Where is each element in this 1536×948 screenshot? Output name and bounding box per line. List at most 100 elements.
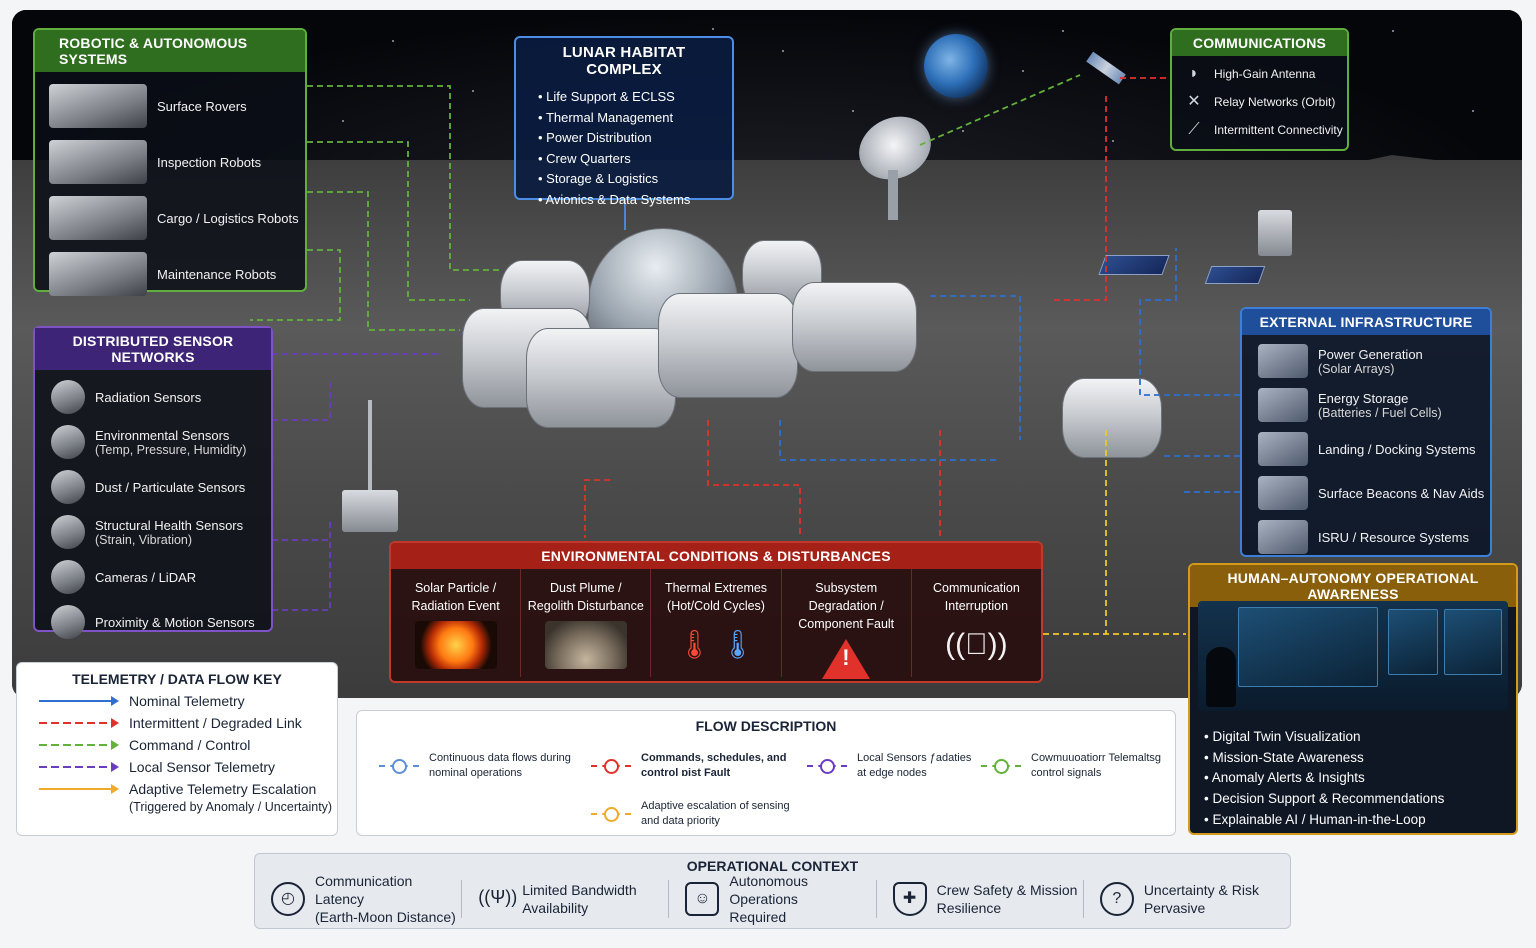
sensor-label: Dust / Particulate Sensors	[95, 479, 246, 495]
habitat-list: Life Support & ECLSS Thermal Management …	[516, 83, 732, 210]
local-sensor-line-swatch	[39, 762, 119, 772]
digital-twin-screen	[1238, 607, 1378, 687]
infra-sublabel: (Solar Arrays)	[1318, 361, 1395, 376]
habitat-item: Crew Quarters	[538, 149, 732, 170]
flow-description-panel: FLOW DESCRIPTION Continuous data flows d…	[356, 710, 1176, 836]
key-item: Adaptive Telemetry Escalation	[39, 781, 337, 797]
disturbance-item: Subsystem Degradation /Component Fault!	[782, 569, 912, 679]
maintenance-robot-image	[49, 252, 147, 296]
robot-label: Maintenance Robots	[157, 266, 277, 282]
energy-storage-image	[1258, 388, 1308, 422]
awareness-item: Mission-State Awareness	[1204, 748, 1444, 769]
habitat-panel: LUNAR HABITAT COMPLEX Life Support & ECL…	[514, 36, 734, 207]
key-label: Intermittent / Degraded Link	[129, 715, 302, 731]
landing-system-image	[1258, 432, 1308, 466]
sensor-item: Cameras / LiDAR	[51, 559, 271, 595]
operational-context-panel: OPERATIONAL CONTEXT ◴Communication Laten…	[254, 853, 1291, 929]
key-item: Command / Control	[39, 737, 337, 753]
robot-item: Surface Rovers	[49, 84, 305, 128]
infra-sublabel: (Batteries / Fuel Cells)	[1318, 405, 1442, 420]
sensor-label: Structural Health Sensors	[95, 517, 244, 533]
robot-item: Maintenance Robots	[49, 252, 305, 296]
question-icon: ?	[1099, 882, 1134, 916]
communications-title: COMMUNICATIONS	[1172, 30, 1347, 56]
context-text: Uncertainty & Risk	[1143, 882, 1259, 898]
sensor-label: Radiation Sensors	[95, 389, 202, 405]
control-room-image	[1198, 601, 1508, 711]
disturbance-item: Thermal Extremes(Hot/Cold Cycles)🌡 🌡	[651, 569, 782, 677]
command-line-swatch	[39, 740, 119, 750]
signal-off-icon: ((⃠))	[945, 628, 1008, 661]
solar-array-image	[1258, 344, 1308, 378]
context-text: Resilience	[936, 900, 1002, 916]
isru-image	[1258, 520, 1308, 554]
awareness-item: Digital Twin Visualization	[1204, 727, 1444, 748]
flow-text: Local Sensors ƒadaties	[857, 752, 972, 764]
robot-label: Cargo / Logistics Robots	[157, 210, 299, 226]
surface-rover-image	[49, 84, 147, 128]
sensor-mast	[368, 400, 372, 490]
comms-item: ✕Relay Networks (Orbit)	[1184, 92, 1347, 112]
infra-label: Surface Beacons & Nav Aids	[1318, 485, 1485, 501]
comms-label: Intermittent Connectivity	[1214, 123, 1343, 137]
infra-item: Surface Beacons & Nav Aids	[1258, 475, 1490, 511]
communications-panel: COMMUNICATIONS ◗ High-Gain Antenna ✕Relay…	[1170, 28, 1349, 151]
shield-icon: ✚	[892, 882, 927, 916]
structural-sensor-image	[51, 515, 85, 549]
operational-context-title: OPERATIONAL CONTEXT	[686, 858, 859, 874]
control-flow-marker	[981, 758, 1021, 774]
robot-item: Cargo / Logistics Robots	[49, 196, 305, 240]
key-item: Local Sensor Telemetry	[39, 759, 337, 775]
sensor-item: Radiation Sensors	[51, 379, 271, 415]
thermometer-icon: 🌡 🌡	[676, 629, 756, 660]
habitat-item: Storage & Logistics	[538, 169, 732, 190]
infra-item: ISRU / Resource Systems	[1258, 519, 1490, 555]
context-text: Availability	[522, 900, 589, 916]
disturbance-item: Dust Plume /Regolith Disturbance	[521, 569, 652, 677]
key-label: Adaptive Telemetry Escalation	[129, 781, 317, 797]
robot-label: Inspection Robots	[157, 154, 262, 170]
context-text: Limited Bandwidth	[522, 882, 637, 898]
disturbance-label: Component Fault	[798, 617, 895, 631]
disturbance-label: Subsystem Degradation /	[808, 581, 884, 613]
flow-text: Cowmuuoatiorr Telemaltsg	[1031, 752, 1162, 764]
disturbance-label: Solar Particle /	[414, 581, 497, 595]
dish-icon: ◗	[1189, 65, 1199, 82]
infra-label: ISRU / Resource Systems	[1318, 529, 1469, 545]
key-item: Intermittent / Degraded Link	[39, 715, 337, 731]
clock-icon: ◴	[271, 882, 305, 916]
context-item: ◴Communication Latency(Earth-Moon Distan…	[255, 873, 463, 925]
beacon-image	[1258, 476, 1308, 510]
disturbance-label: Radiation Event	[411, 599, 500, 613]
habitat-item: Power Distribution	[538, 128, 732, 149]
sensor-sublabel: (Temp, Pressure, Humidity)	[95, 442, 247, 457]
comms-label: High-Gain Antenna	[1214, 67, 1316, 81]
sensor-label: Environmental Sensors	[95, 427, 230, 443]
flow-text: Commands, schedules, and	[641, 752, 787, 764]
operator-silhouette	[1206, 647, 1236, 707]
dust-sensor-image	[51, 470, 85, 504]
degraded-line-swatch	[39, 718, 119, 728]
camera-lidar-image	[51, 560, 85, 594]
habitat-item: Life Support & ECLSS	[538, 87, 732, 108]
flow-text: Adaptive escalation of sensing	[641, 800, 790, 812]
habitat-title: LUNAR HABITAT COMPLEX	[562, 44, 686, 78]
infra-label: Landing / Docking Systems	[1318, 441, 1476, 457]
robot-item: Inspection Robots	[49, 140, 305, 184]
sensor-item: Proximity & Motion Sensors	[51, 604, 271, 640]
disturbance-label: (Hot/Cold Cycles)	[667, 599, 765, 613]
sensor-item: Environmental Sensors(Temp, Pressure, Hu…	[51, 424, 271, 460]
sensor-sublabel: (Strain, Vibration)	[95, 532, 193, 547]
environmental-conditions-panel: ENVIRONMENTAL CONDITIONS & DISTURBANCES …	[389, 541, 1043, 683]
flow-text: Continuous data flows during	[429, 752, 571, 764]
comms-label: Relay Networks (Orbit)	[1214, 95, 1336, 109]
cargo-robot-image	[49, 196, 147, 240]
disturbance-label: Dust Plume /	[550, 581, 622, 595]
robot-icon: ☺	[685, 882, 720, 916]
external-infrastructure-panel: EXTERNAL INFRASTRUCTURE Power Generation…	[1240, 307, 1492, 557]
